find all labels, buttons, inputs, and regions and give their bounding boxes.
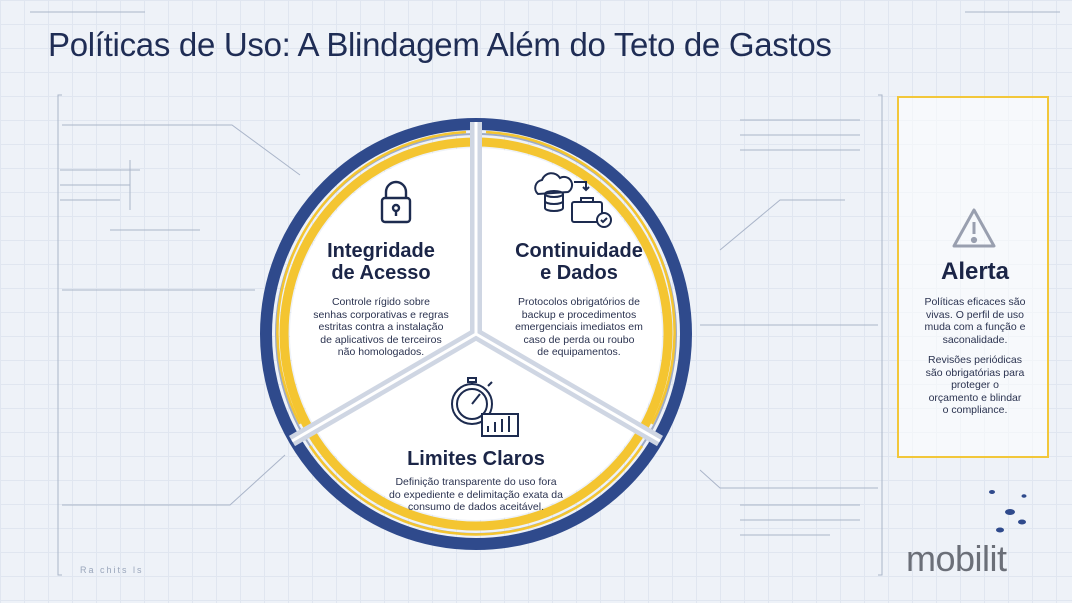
segment-title-line: Limites Claros: [407, 448, 545, 470]
cloud-database-briefcase-icon: [534, 172, 612, 228]
description-line: emergenciais imediatos em: [515, 321, 643, 333]
padlock-icon: [380, 180, 412, 224]
segment-description: Definição transparente do uso fora do ex…: [366, 476, 586, 514]
segment-description: Protocolos obrigatórios de backup e proc…: [494, 296, 664, 359]
segment-dividers: [288, 122, 664, 447]
alert-line: orçamento e blindar: [928, 391, 1022, 404]
description-line: não homologados.: [337, 346, 425, 358]
segment-limites: Limites Claros Definição transparente do…: [366, 448, 586, 514]
alert-line: são obrigatórias para: [925, 366, 1025, 379]
description-line: senhas corporativas e regras: [313, 308, 449, 321]
description-line: de aplicativos de terceiros: [320, 333, 442, 346]
segment-continuidade: Continuidade e Dados Protocolos obrigató…: [494, 240, 664, 359]
segment-title: Integridade de Acesso: [296, 240, 466, 284]
alert-title: Alerta: [940, 258, 1010, 285]
alert-paragraph-2: Revisões periódicas são obrigatórias par…: [913, 354, 1037, 417]
description-line: de equipamentos.: [537, 346, 621, 358]
segment-title: Limites Claros: [366, 448, 586, 470]
alert-line: Políticas eficaces são: [924, 296, 1026, 308]
alert-line: muda com a função e: [924, 321, 1026, 333]
stopwatch-chart-icon: [451, 377, 519, 437]
segment-title-line: Integridade: [327, 240, 435, 262]
segment-title-line: de Acesso: [331, 262, 431, 284]
description-line: caso de perda ou roubo: [523, 333, 635, 346]
mobilit-logo: mobilit: [906, 538, 1007, 579]
logo-dots: [989, 490, 1027, 533]
description-line: consumo de dados aceitável.: [407, 501, 544, 513]
description-line: do expediente e delimitação exata da: [389, 488, 563, 501]
alert-line: vivas. O perfil de uso: [925, 308, 1025, 321]
watermark-text: Ra chits ls: [80, 565, 144, 575]
alert-paragraph-1: Políticas eficaces são vivas. O perfil d…: [913, 296, 1037, 346]
segment-integridade: Integridade de Acesso Controle rígido so…: [296, 240, 466, 359]
description-line: Definição transparente do uso fora: [395, 476, 557, 488]
segment-title: Continuidade e Dados: [494, 240, 664, 284]
description-line: estritas contra a instalação: [318, 321, 444, 333]
description-line: backup e procedimentos: [521, 308, 637, 321]
segment-title-line: e Dados: [540, 262, 618, 284]
description-line: Protocolos obrigatórios de: [518, 296, 640, 308]
alert-line: o compliance.: [942, 404, 1008, 416]
blueprint-decoration: [30, 11, 1060, 576]
alert-line: saconalidade.: [942, 333, 1008, 346]
segment-borders: [276, 130, 676, 536]
alert-panel: Alerta Políticas eficaces são vivas. O p…: [897, 96, 1049, 458]
alert-line: proteger o: [951, 379, 999, 391]
page-title: Políticas de Uso: A Blindagem Além do Te…: [48, 26, 832, 63]
alert-line: Revisões periódicas: [928, 354, 1022, 366]
description-line: Controle rígido sobre: [331, 296, 431, 308]
segment-description: Controle rígido sobre senhas corporativa…: [296, 296, 466, 359]
segment-title-line: Continuidade: [515, 240, 643, 262]
